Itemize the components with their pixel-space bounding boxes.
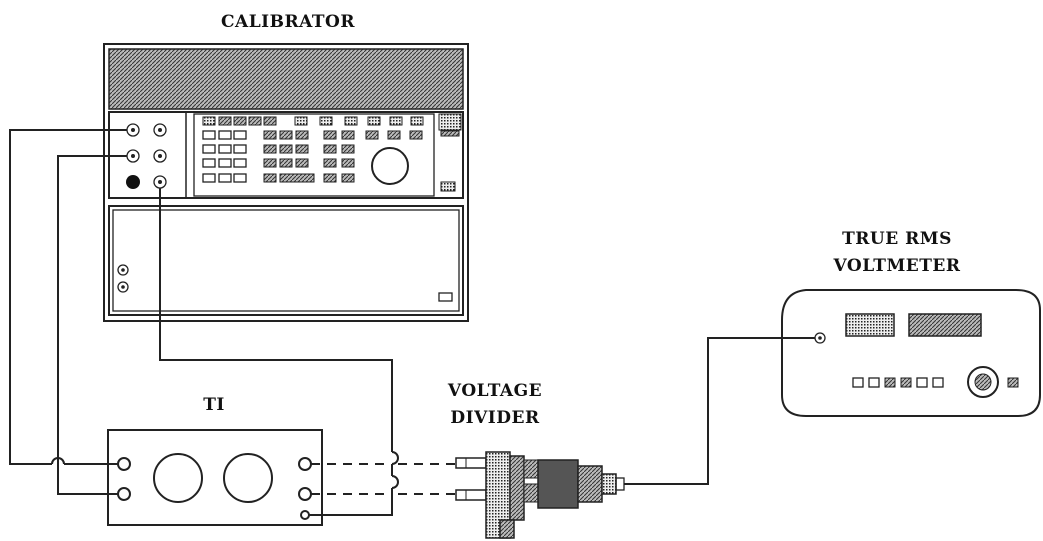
ti-dial-left-icon xyxy=(153,453,203,503)
voltmeter-label-line2: VOLTMETER xyxy=(833,256,961,276)
calibrator-keypad xyxy=(202,116,424,183)
ti-unit xyxy=(107,429,323,526)
calibrator-unit xyxy=(103,43,469,322)
ti-dial-right-icon xyxy=(223,453,273,503)
ti-terminal-left-bottom xyxy=(117,487,131,501)
divider-label-line2: DIVIDER xyxy=(450,408,540,428)
banana-plug-top-icon xyxy=(455,457,487,469)
voltmeter-knob-icon xyxy=(967,366,999,398)
calibrator-keypad-panel xyxy=(193,113,435,197)
divider-label-line1: VOLTAGE xyxy=(447,381,542,401)
calibrator-terminals xyxy=(126,123,167,189)
voltmeter-display-icon xyxy=(845,313,895,337)
bnc-connector-icon xyxy=(577,465,603,503)
ti-terminal-right-ground xyxy=(300,510,310,520)
voltmeter-label-line1: TRUE RMS xyxy=(842,229,952,249)
calibrator-knob-icon xyxy=(371,147,409,185)
voltmeter-panel-icon xyxy=(908,313,982,337)
calibrator-vent-panel xyxy=(108,48,464,110)
calibrator-display-icon xyxy=(438,113,462,131)
wiring xyxy=(9,129,815,516)
calibrator-label: CALIBRATOR xyxy=(221,12,355,32)
ti-terminal-right-bottom xyxy=(298,487,312,501)
true-rms-voltmeter xyxy=(781,289,1041,417)
ti-terminal-right-top xyxy=(298,457,312,471)
voltage-divider xyxy=(455,451,625,539)
ti-label: TI xyxy=(203,395,225,415)
ti-terminal-left-top xyxy=(117,457,131,471)
calibrator-lower-chassis xyxy=(108,205,464,316)
banana-plug-bottom-icon xyxy=(455,489,487,501)
